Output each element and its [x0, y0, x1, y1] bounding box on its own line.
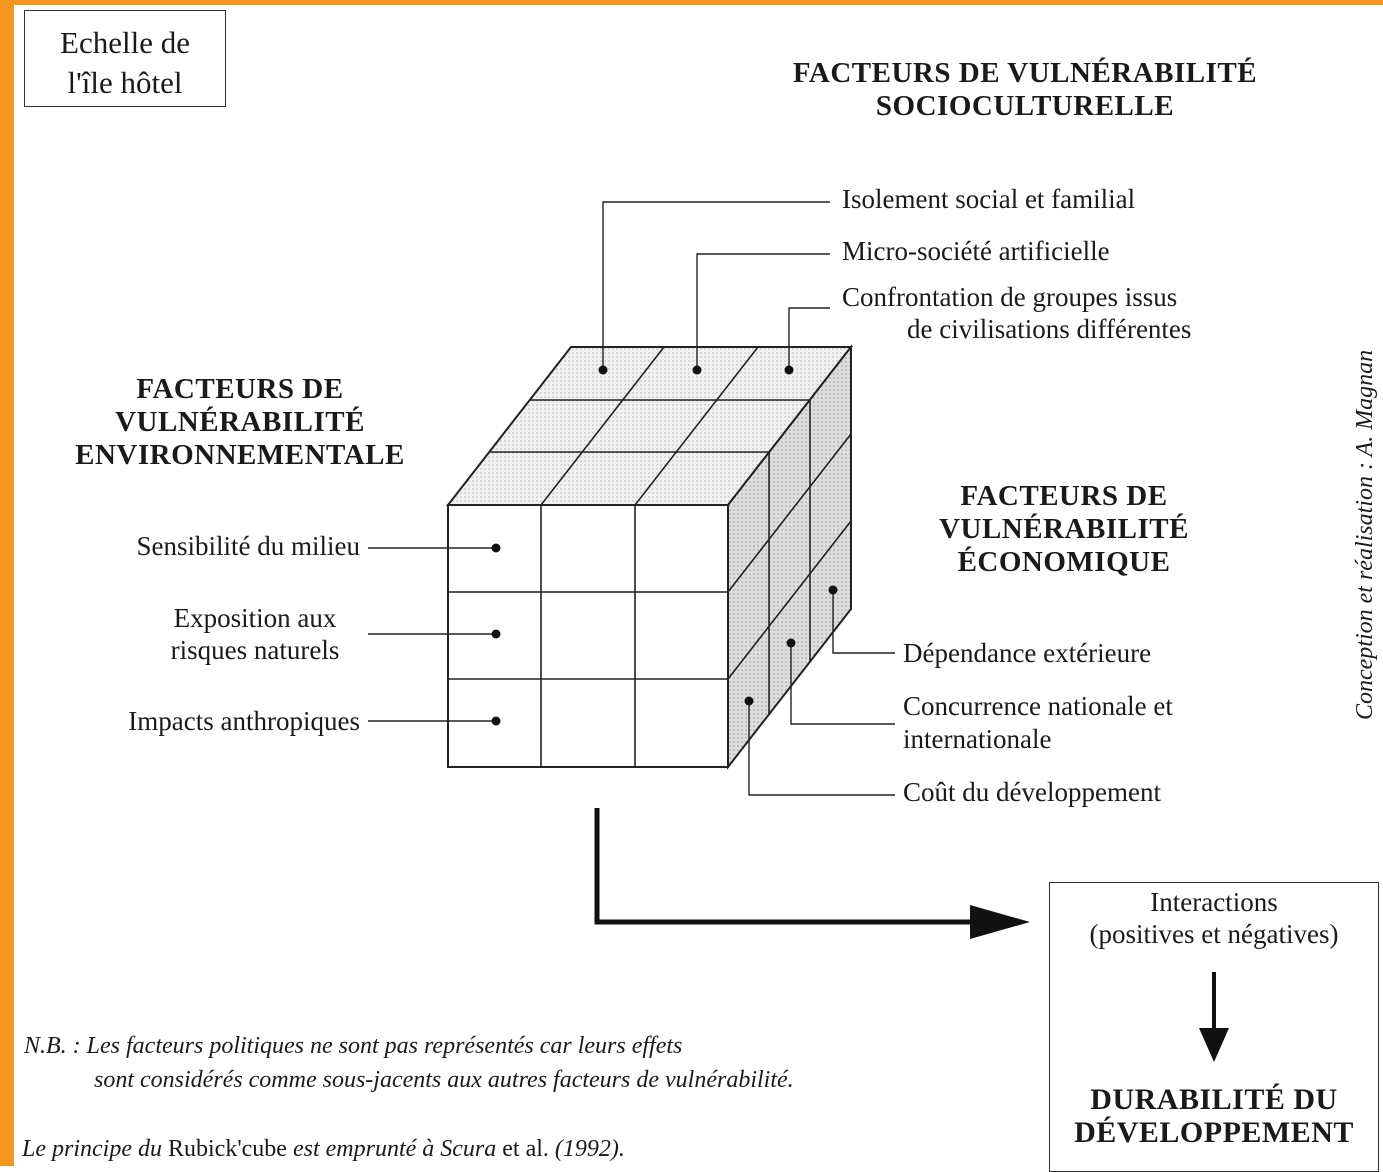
dot-cout: [744, 696, 754, 706]
label-concurrence-line2: internationale: [903, 724, 1052, 754]
note-principle-c: est emprunté à: [292, 1136, 435, 1162]
label-durabilite-line1: DURABILITÉ DU: [1090, 1083, 1338, 1116]
leader-concurrence: [790, 643, 895, 725]
label-impacts: Impacts anthropiques: [128, 706, 360, 736]
note-principle: Le principe du Rubick'cube est emprunté …: [22, 1136, 625, 1163]
label-exposition-line1: Exposition aux: [173, 603, 337, 633]
leader-micro: [696, 253, 830, 370]
dot-micro: [692, 365, 702, 375]
cube-front-face: [447, 504, 729, 768]
scale-box: Echelle de l'île hôtel: [24, 10, 226, 107]
page-frame-top: [0, 0, 1383, 5]
dot-isolement: [598, 365, 608, 375]
label-confrontation-line1: Confrontation de groupes issus: [842, 282, 1178, 312]
heading-eco-line1: FACTEURS DE: [960, 480, 1168, 512]
down-arrow-head: [1199, 1028, 1229, 1062]
credit-vertical: Conception et réalisation : A. Magnan: [1352, 349, 1378, 720]
dot-dependance: [828, 585, 838, 595]
label-cout: Coût du développement: [903, 777, 1161, 807]
label-interactions: Interactions (positives et négatives): [1049, 886, 1379, 950]
heading-socio-line2: SOCIOCULTURELLE: [875, 90, 1175, 122]
label-interactions-line2: (positives et négatives): [1089, 919, 1339, 949]
heading-eco-line2: VULNÉRABILITÉ: [939, 513, 1189, 545]
label-micro-societe: Micro-société artificielle: [842, 236, 1110, 266]
flow-arrow-line: [594, 808, 975, 925]
label-durabilite-line2: DÉVELOPPEMENT: [1074, 1116, 1354, 1149]
note-nb-line2: sont considérés comme sous-jacents aux a…: [94, 1067, 794, 1093]
label-durabilite: DURABILITÉ DU DÉVELOPPEMENT: [1049, 1083, 1379, 1149]
cube-top-grid: [540, 346, 665, 506]
label-concurrence-line1: Concurrence nationale et: [903, 691, 1173, 721]
note-principle-a: Le principe du: [22, 1136, 162, 1162]
label-isolement: Isolement social et familial: [842, 184, 1136, 214]
note-principle-b: Rubick'cube: [167, 1136, 287, 1162]
note-principle-e: et al.: [502, 1136, 549, 1162]
label-exposition-line2: risques naturels: [170, 635, 340, 665]
heading-env-line3: ENVIRONNEMENTALE: [75, 439, 405, 471]
label-sensibilite: Sensibilité du milieu: [136, 531, 361, 561]
label-interactions-line1: Interactions: [1150, 887, 1278, 917]
heading-env-line2: VULNÉRABILITÉ: [115, 406, 365, 438]
scale-box-line2: l'île hôtel: [67, 65, 183, 100]
heading-economique: FACTEURS DE VULNÉRABILITÉ ÉCONOMIQUE: [894, 480, 1234, 579]
note-principle-d: Scura: [440, 1136, 497, 1162]
page-frame-left: [0, 0, 14, 1166]
scale-box-line1: Echelle de: [60, 25, 190, 60]
dot-impacts: [491, 716, 501, 726]
heading-socio-line1: FACTEURS DE VULNÉRABILITÉ: [792, 57, 1258, 89]
label-confrontation-line2: de civilisations différentes: [907, 314, 1192, 344]
leader-cout: [748, 701, 895, 796]
leader-dependance: [832, 590, 895, 654]
cube-right-grid: [727, 520, 852, 680]
note-principle-f: (1992).: [554, 1136, 625, 1162]
dot-exposition: [491, 629, 501, 639]
leader-confrontation: [788, 307, 830, 370]
label-exposition: Exposition aux risques naturels: [140, 602, 370, 666]
flow-arrow-head: [970, 905, 1030, 939]
cube-top-grid: [634, 346, 759, 506]
label-dependance: Dépendance extérieure: [903, 638, 1152, 668]
note-nb-line1: N.B. : Les facteurs politiques ne sont p…: [24, 1033, 683, 1059]
heading-socioculturelle: FACTEURS DE VULNÉRABILITÉ SOCIOCULTURELL…: [745, 57, 1305, 123]
heading-env-line1: FACTEURS DE: [136, 373, 344, 405]
dot-concurrence: [786, 638, 796, 648]
leader-isolement: [602, 201, 830, 370]
dot-confrontation: [784, 365, 794, 375]
heading-eco-line3: ÉCONOMIQUE: [957, 546, 1171, 578]
dot-sensibilite: [491, 543, 501, 553]
heading-environnementale: FACTEURS DE VULNÉRABILITÉ ENVIRONNEMENTA…: [40, 373, 440, 472]
cube-right-grid: [727, 433, 852, 593]
